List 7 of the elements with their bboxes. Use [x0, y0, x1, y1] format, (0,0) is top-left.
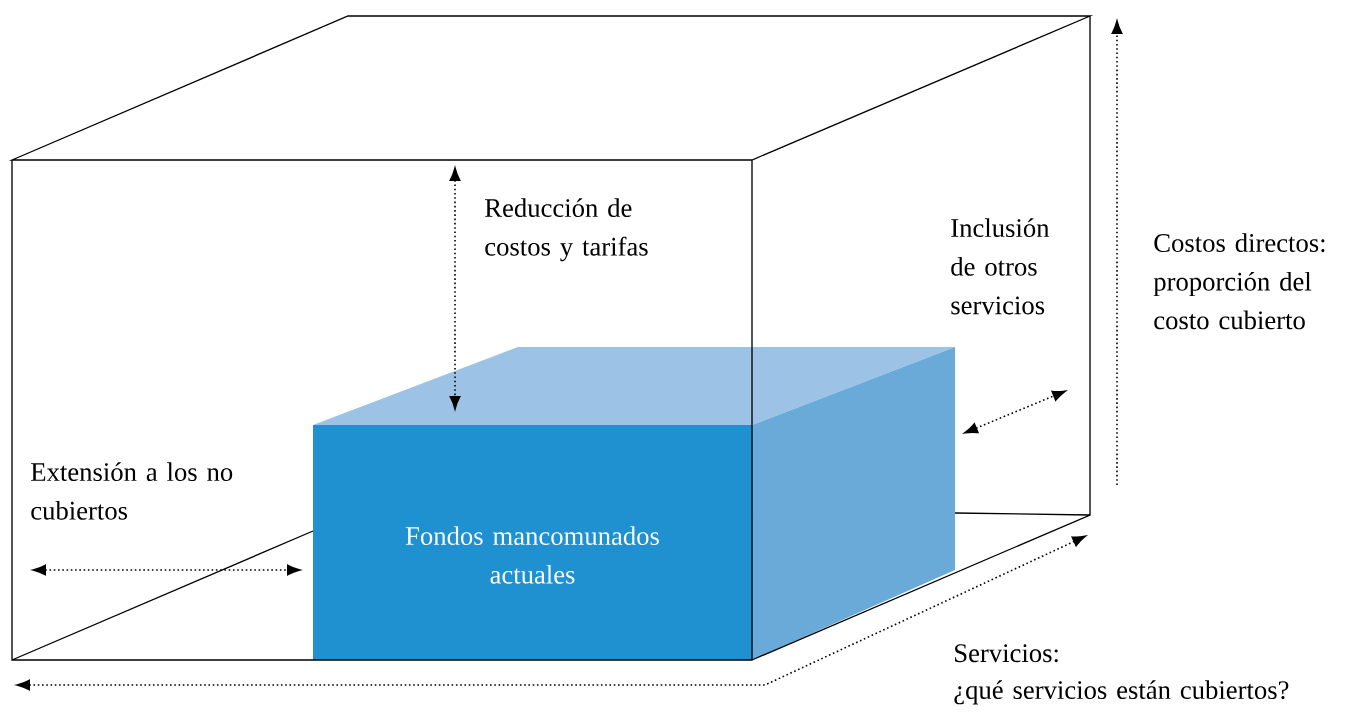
- annotation-text: ¿qué servicios están cubiertos?: [954, 680, 1289, 705]
- annotation-text: Extensión a los no cubiertos: [31, 462, 233, 520]
- annotation-text: Costos directos: proporción del costo cubierto: [1153, 233, 1325, 330]
- annotation-text: Servicios:: [955, 644, 1058, 663]
- annotation-text: Reducción de costos y tarifas: [485, 198, 648, 262]
- annotation-text: Inclusión de otros servicios: [951, 218, 1050, 315]
- block: Fondos mancomunados actuales: [313, 347, 955, 660]
